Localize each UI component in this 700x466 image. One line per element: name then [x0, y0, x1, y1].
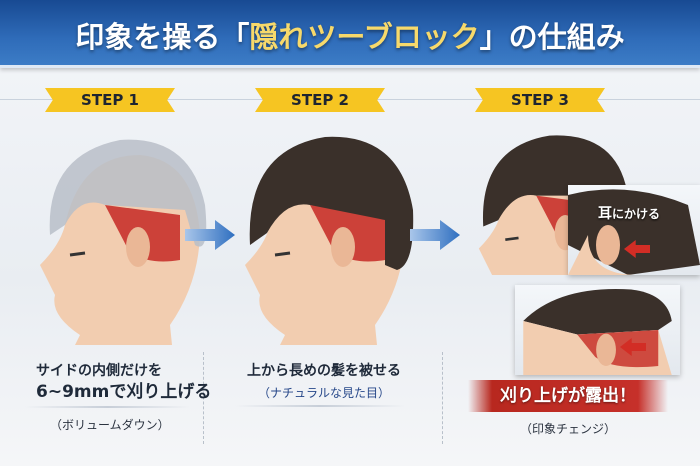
exposed-undercut-illustration: [523, 289, 672, 375]
underline: [25, 406, 190, 408]
title-banner: 印象を操る「隠れツーブロック」の仕組み: [0, 0, 700, 68]
ear-label-main: 耳: [598, 206, 612, 222]
step3-ribbon: STEP 3: [475, 88, 605, 112]
step3-note: （印象チェンジ）: [519, 422, 616, 436]
step1-head-illustration: [38, 139, 207, 345]
ear-label-rest: にかける: [612, 207, 661, 221]
divider: [442, 352, 443, 444]
title-suffix: 」の仕組み: [479, 20, 625, 54]
step1-note: （ボリュームダウン）: [50, 418, 170, 432]
step1-line1: サイドの内側だけを: [36, 363, 162, 379]
step1-ribbon: STEP 1: [45, 88, 175, 112]
exposed-callout: 刈り上げが露出！: [468, 380, 668, 412]
step2-ribbon: STEP 2: [255, 88, 385, 112]
step2-head-illustration: [243, 136, 414, 345]
ear-detail-inset: [568, 185, 700, 275]
title-prefix: 印象を操る「: [75, 20, 250, 54]
underline: [235, 405, 405, 407]
arrow-right-icon: [410, 220, 460, 250]
title-highlight: 隠れツーブロック: [249, 20, 480, 54]
step3-head-illustration: [477, 135, 628, 275]
step1-line2: 6~9mmで刈り上げる: [36, 382, 212, 402]
exposed-detail-inset: [515, 285, 680, 375]
step2-note: （ナチュラルな見た目）: [257, 386, 390, 400]
step2-line1: 上から長めの髪を被せる: [247, 363, 401, 379]
page-title: 印象を操る「隠れツーブロック」の仕組み: [0, 14, 700, 56]
divider: [203, 352, 204, 444]
ear-illustration: [568, 189, 700, 275]
ear-label: 耳にかける: [598, 203, 660, 223]
